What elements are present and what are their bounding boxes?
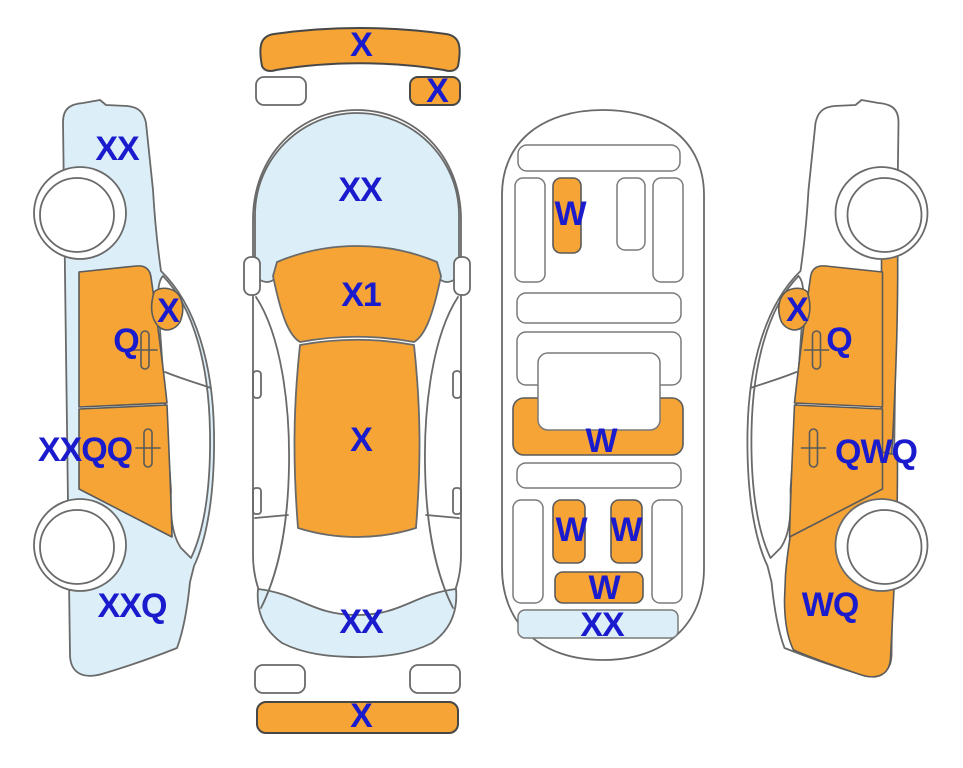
label-right-rear-door: QWQ (835, 433, 918, 471)
interior-view (501, 109, 705, 661)
interior-mid-strip-3 (516, 462, 682, 489)
top-rear-bumper (256, 701, 459, 734)
label-top-windshield: X1 (341, 276, 382, 314)
label-right-front-door: Q (826, 321, 852, 359)
interior-mid-strip-1 (516, 292, 682, 324)
interior-front-right-rail (652, 177, 684, 283)
top-view (243, 27, 471, 734)
label-left-rear-door: XXQQ (37, 431, 133, 469)
label-top-hood: XX (338, 171, 382, 209)
top-rear-glass-panel (256, 588, 458, 658)
label-top-headlight-right: X (426, 72, 449, 110)
label-top-front-bumper: X (350, 26, 373, 64)
interior-cargo-left-panel (552, 499, 586, 564)
label-left-rear-fender: XXQ (97, 587, 168, 625)
interior-rear-left-rail (512, 499, 544, 604)
label-interior-cargo-left: W (555, 511, 587, 549)
label-top-roof: X (350, 421, 373, 459)
top-roof-panel (293, 338, 421, 538)
label-left-front-fender: XX (95, 130, 139, 168)
label-right-mirror: X (786, 291, 809, 329)
label-interior-rear-sill: XX (580, 606, 624, 644)
interior-front-seat-panel (552, 177, 582, 254)
interior-front-center-panel (616, 177, 646, 251)
interior-cargo-rear-panel (554, 571, 644, 604)
left-rear-wheel (33, 498, 127, 592)
label-left-mirror: X (157, 292, 180, 330)
interior-center-box (537, 352, 661, 431)
label-interior-front-seat: W (554, 195, 586, 233)
interior-front-left-rail (514, 177, 546, 283)
label-interior-cargo-rear: W (588, 569, 620, 607)
label-left-front-door: Q (113, 322, 139, 360)
label-interior-rear-bench: W (585, 422, 617, 460)
interior-dashboard (517, 144, 681, 172)
top-headlight-right (409, 76, 461, 106)
interior-rear-right-rail (651, 499, 683, 604)
top-headlight-left (255, 76, 307, 106)
label-top-rear-glass: XX (339, 603, 383, 641)
label-right-rear-fender: WQ (801, 586, 860, 624)
right-rear-wheel (834, 498, 929, 592)
right-front-wheel (834, 166, 929, 260)
label-interior-cargo-right: W (610, 511, 642, 549)
top-front-bumper (259, 27, 461, 72)
interior-cargo-right-panel (610, 499, 643, 564)
top-windshield (272, 245, 442, 343)
label-top-rear-bumper: X (350, 697, 373, 735)
interior-rear-sill-panel (517, 609, 679, 639)
left-front-wheel (33, 166, 127, 260)
top-taillight-right (409, 664, 461, 694)
top-taillight-left (254, 664, 306, 694)
